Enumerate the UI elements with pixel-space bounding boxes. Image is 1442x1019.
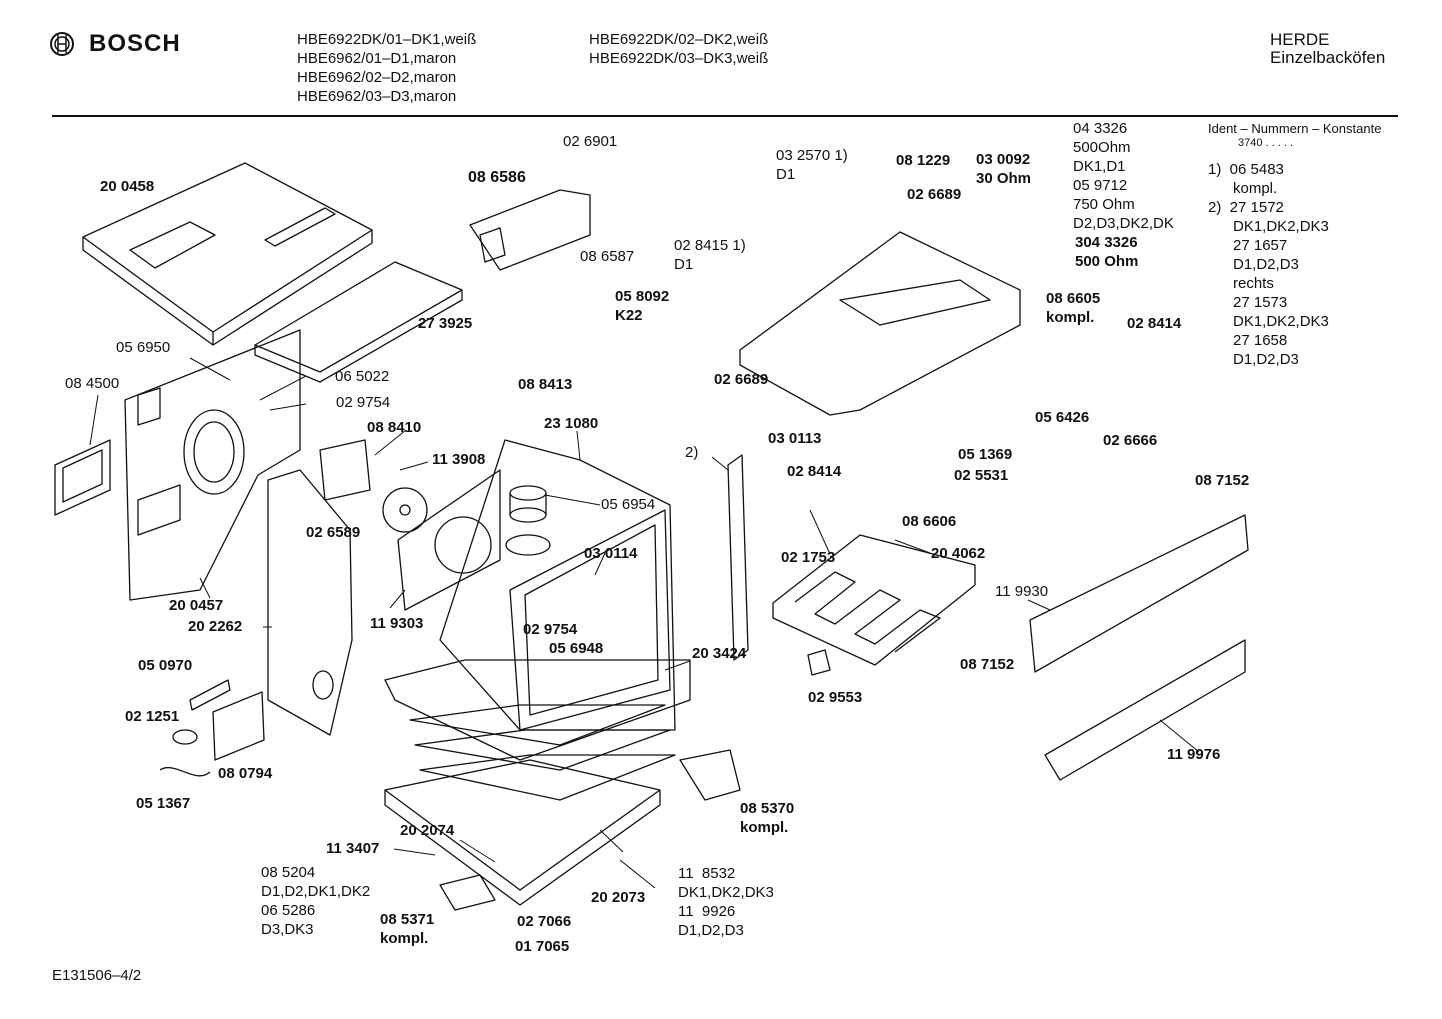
part-label: 08 5371 kompl.	[380, 911, 435, 947]
part-label: 05 6426	[1035, 409, 1090, 426]
part-label: 08 5370 kompl.	[740, 800, 795, 836]
part-label: 20 2262	[188, 618, 243, 635]
fan-duct-part	[470, 190, 590, 270]
part-label: 01 7065	[515, 938, 570, 955]
part-label: 20 0457	[169, 597, 224, 614]
part-label: 05 6948	[549, 640, 604, 657]
part-label: 02 6901	[563, 133, 618, 150]
shelf-guide-part	[728, 455, 748, 660]
side-panel-part	[125, 330, 300, 600]
fan-part	[320, 440, 427, 532]
category-title: HERDE Einzelbacköfen	[1270, 30, 1386, 67]
part-label: 02 1251	[125, 708, 180, 725]
part-label: 03 0092 30 Ohm	[976, 151, 1032, 187]
part-label: 2)	[685, 444, 699, 461]
part-label: 02 8414	[1127, 315, 1182, 332]
cover-rail-part	[255, 262, 462, 382]
part-label: 02 6589	[306, 524, 361, 541]
bottom-frame-part	[385, 760, 660, 905]
part-label: 11 3908	[432, 451, 486, 468]
part-label: 08 6587	[580, 248, 635, 265]
leader-lines	[90, 358, 1199, 888]
part-label: 02 9553	[808, 689, 863, 706]
part-label: 11 3407	[326, 840, 380, 857]
part-label: 03 0114	[584, 545, 638, 562]
part-label: 02 9754	[523, 621, 578, 638]
vent-grille-part	[55, 440, 110, 515]
top-cover-part	[83, 163, 372, 345]
part-label: 20 3424	[692, 645, 747, 662]
hinge-parts	[440, 750, 740, 910]
heating-element-part	[773, 535, 975, 665]
resistor-note: 04 3326 500Ohm DK1,D1 05 9712 750 Ohm D2…	[1073, 120, 1174, 232]
part-label: 08 1229	[896, 152, 951, 169]
part-label: 05 1367	[136, 795, 191, 812]
legend-title: Ident – Nummern – Konstante	[1208, 121, 1382, 136]
part-label: 304 3326 500 Ohm	[1075, 234, 1139, 270]
part-label: 06 5022	[335, 368, 390, 385]
tray-part	[410, 705, 675, 800]
part-label: 20 4062	[931, 545, 986, 562]
part-label: 08 5204 D1,D2,DK1,DK2 06 5286 D3,DK3	[261, 864, 371, 938]
part-label: 02 8415 1) D1	[674, 237, 746, 273]
part-label: 27 3925	[418, 315, 473, 332]
inner-panel-part	[268, 470, 352, 735]
part-label: 08 6586	[468, 169, 526, 186]
small-parts-left	[160, 680, 264, 776]
part-label: 20 0458	[100, 178, 155, 195]
part-label: 11 9303	[370, 615, 424, 632]
part-label: 05 0970	[138, 657, 193, 674]
part-label: 02 5531	[954, 467, 1009, 484]
document-id: E131506–4/2	[52, 967, 142, 984]
part-label: 02 1753	[781, 549, 836, 566]
part-label: 08 7152	[960, 656, 1015, 673]
part-label: 02 6666	[1103, 432, 1158, 449]
part-label: 08 6606	[902, 513, 957, 530]
part-label: 02 9754	[336, 394, 391, 411]
bracket-part	[808, 650, 830, 675]
part-label: 08 6605 kompl.	[1046, 290, 1101, 326]
part-label: 08 8413	[518, 376, 573, 393]
model-list-1: HBE6922DK/01–DK1,weiß HBE6962/01–D1,maro…	[297, 31, 477, 105]
front-trim-part	[1030, 515, 1248, 672]
part-label: 05 8092 K22	[615, 288, 670, 324]
header-rule	[52, 115, 1398, 117]
back-wall-part	[398, 470, 500, 610]
part-label: 20 2073	[591, 889, 646, 906]
part-label: 05 6950	[116, 339, 171, 356]
part-label: 02 8414	[787, 463, 842, 480]
part-label: 05 1369	[958, 446, 1013, 463]
legend-constant: 3740 . . . . .	[1238, 137, 1294, 149]
part-label: 11 9976	[1167, 746, 1221, 763]
part-label: 03 2570 1) D1	[776, 147, 848, 183]
door-seal-part	[385, 660, 690, 760]
part-label: 08 4500	[65, 375, 120, 392]
part-label: 20 2074	[400, 822, 455, 839]
part-label: 05 6954	[601, 496, 656, 513]
bosch-armature-icon	[50, 32, 74, 56]
oven-cavity-part	[440, 440, 675, 730]
part-label: 11 9930	[995, 583, 1049, 600]
control-compartment-part	[740, 232, 1020, 415]
part-label: 02 7066	[517, 913, 572, 930]
brand-logo: BOSCH	[49, 30, 181, 58]
bottom-trim-part	[1045, 640, 1245, 780]
part-label: 08 8410	[367, 419, 422, 436]
model-list-2: HBE6922DK/02–DK2,weiß HBE6922DK/03–DK3,w…	[589, 31, 769, 67]
part-label: 11 8532 DK1,DK2,DK3 11 9926 D1,D2,D3	[678, 865, 774, 939]
part-label: 03 0113	[768, 430, 822, 447]
part-label: 02 6689	[714, 371, 769, 388]
part-label: 08 7152	[1195, 472, 1250, 489]
part-label: 02 6689	[907, 186, 962, 203]
legend-notes: 1) 06 5483 kompl. 2) 27 1572 DK1,DK2,DK3…	[1208, 161, 1329, 368]
part-label: 23 1080	[544, 415, 599, 432]
brand-name: BOSCH	[89, 30, 181, 57]
part-label: 08 0794	[218, 765, 273, 782]
